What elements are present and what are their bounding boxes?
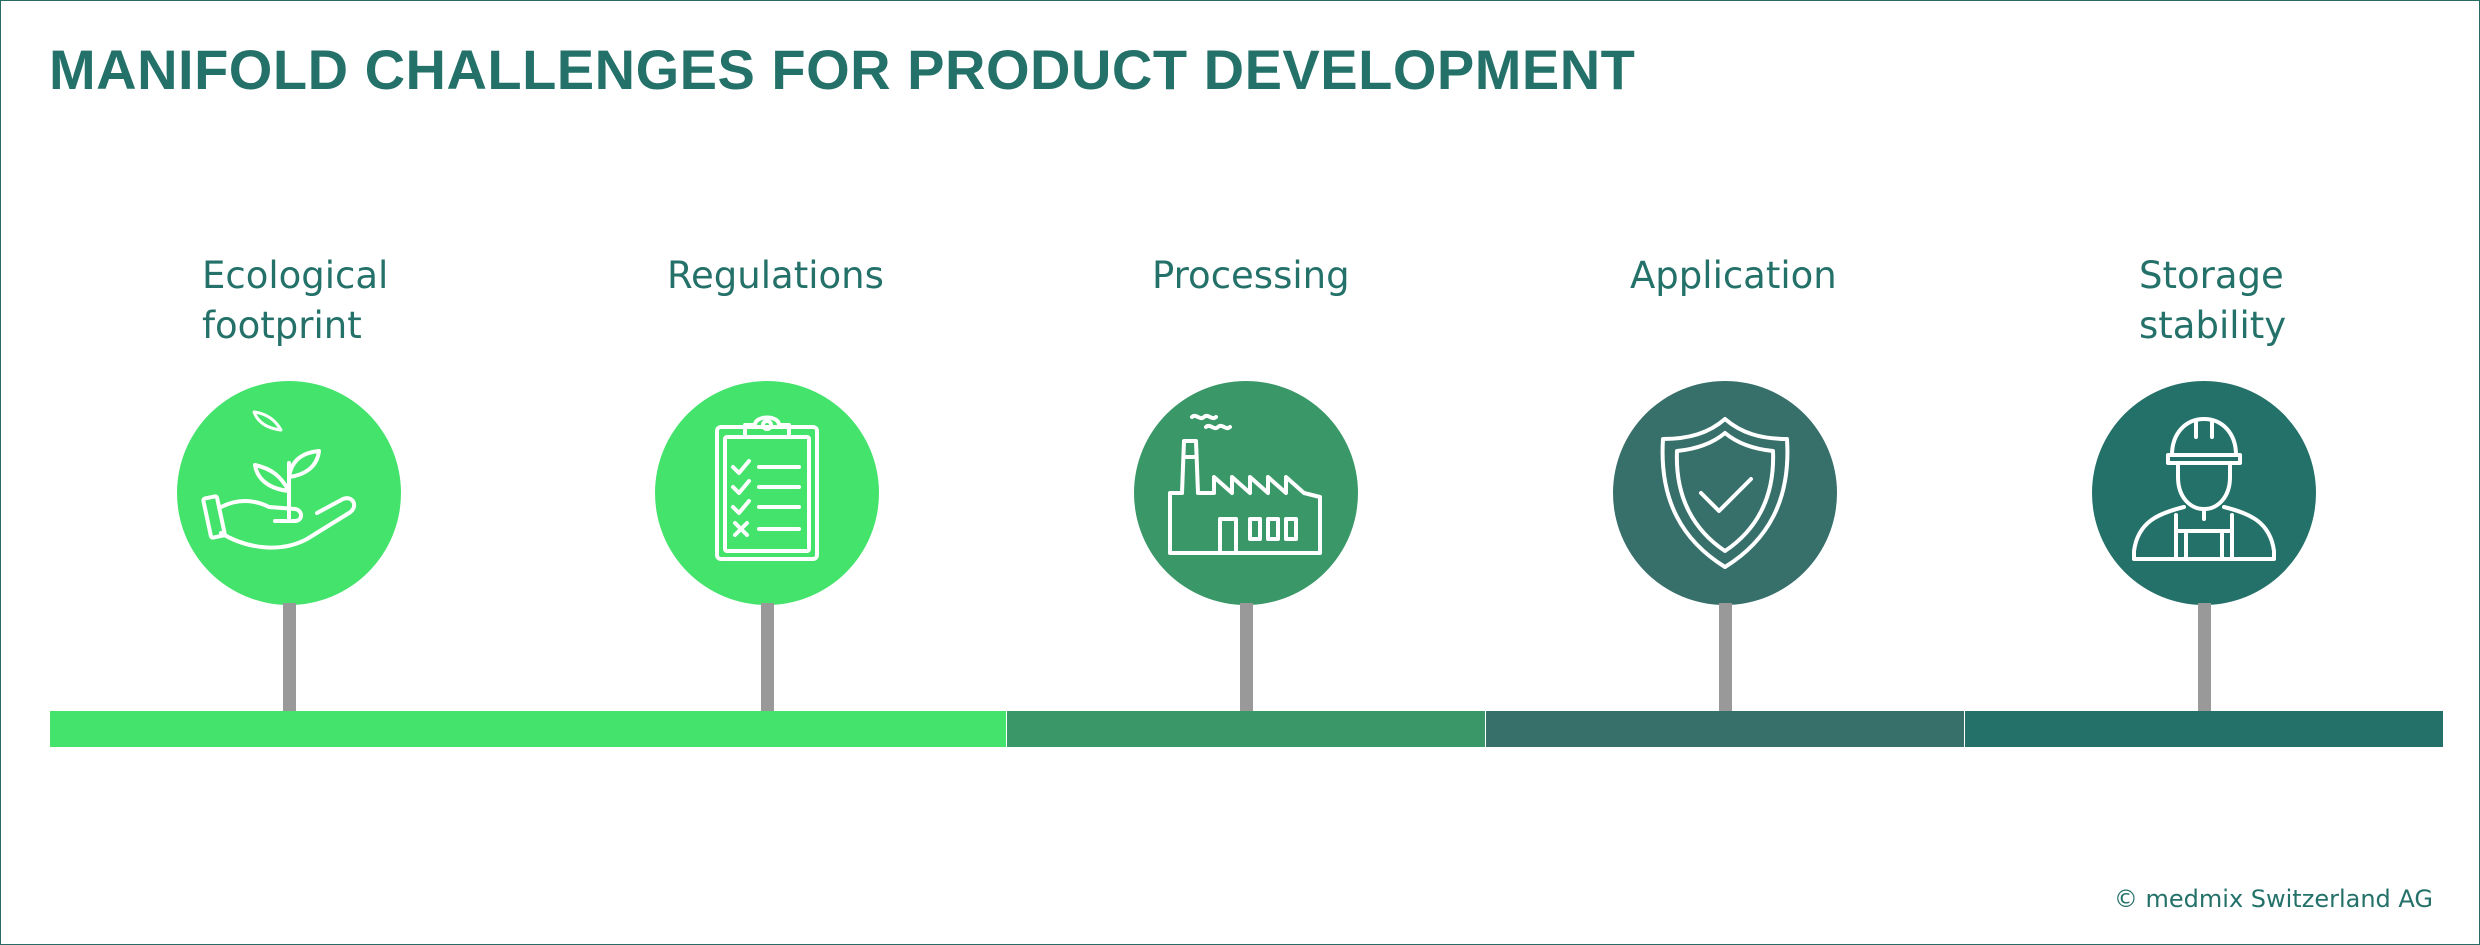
- challenge-label: Processing: [1152, 251, 1372, 301]
- timeline-segment: [528, 711, 1006, 747]
- timeline-segment: [1965, 711, 2443, 747]
- page-title: MANIFOLD CHALLENGES FOR PRODUCT DEVELOPM…: [49, 38, 1636, 101]
- challenge-label: Storage stability: [2139, 251, 2359, 351]
- label-line-1: Storage: [2139, 254, 2284, 297]
- clipboard-checklist-icon: [715, 415, 819, 561]
- label-line-1: Regulations: [667, 254, 884, 297]
- challenge-label: Regulations: [667, 251, 887, 301]
- timeline-segment: [50, 711, 528, 747]
- challenge-ecological-footprint: Ecological footprint: [50, 1, 528, 944]
- factory-icon: [1168, 413, 1322, 555]
- challenge-label: Ecological footprint: [202, 251, 422, 351]
- hand-plant-icon: [201, 410, 357, 550]
- label-line-1: Application: [1630, 254, 1837, 297]
- challenge-circle: [1134, 381, 1358, 605]
- challenge-circle: [2092, 381, 2316, 605]
- timeline-segment: [1007, 711, 1485, 747]
- label-line-1: Ecological: [202, 254, 389, 297]
- timeline-segment: [1486, 711, 1964, 747]
- challenge-processing: Processing: [1007, 1, 1485, 944]
- copyright-notice: © medmix Switzerland AG: [2113, 885, 2433, 913]
- challenge-circle: [1613, 381, 1837, 605]
- challenge-label: Application: [1630, 251, 1850, 301]
- challenge-regulations: Regulations: [528, 1, 1006, 944]
- label-line-1: Processing: [1152, 254, 1350, 297]
- connector-stem: [1240, 603, 1253, 713]
- connector-stem: [1719, 603, 1732, 713]
- challenge-circle: [177, 381, 401, 605]
- connector-stem: [283, 603, 296, 713]
- challenge-circle: [655, 381, 879, 605]
- challenge-storage-stability: Storage stability: [1965, 1, 2443, 944]
- label-line-2: footprint: [202, 304, 362, 347]
- label-line-2: stability: [2139, 304, 2287, 347]
- connector-stem: [761, 603, 774, 713]
- worker-icon: [2132, 417, 2276, 561]
- connector-stem: [2198, 603, 2211, 713]
- shield-check-icon: [1660, 417, 1790, 569]
- challenge-application: Application: [1486, 1, 1964, 944]
